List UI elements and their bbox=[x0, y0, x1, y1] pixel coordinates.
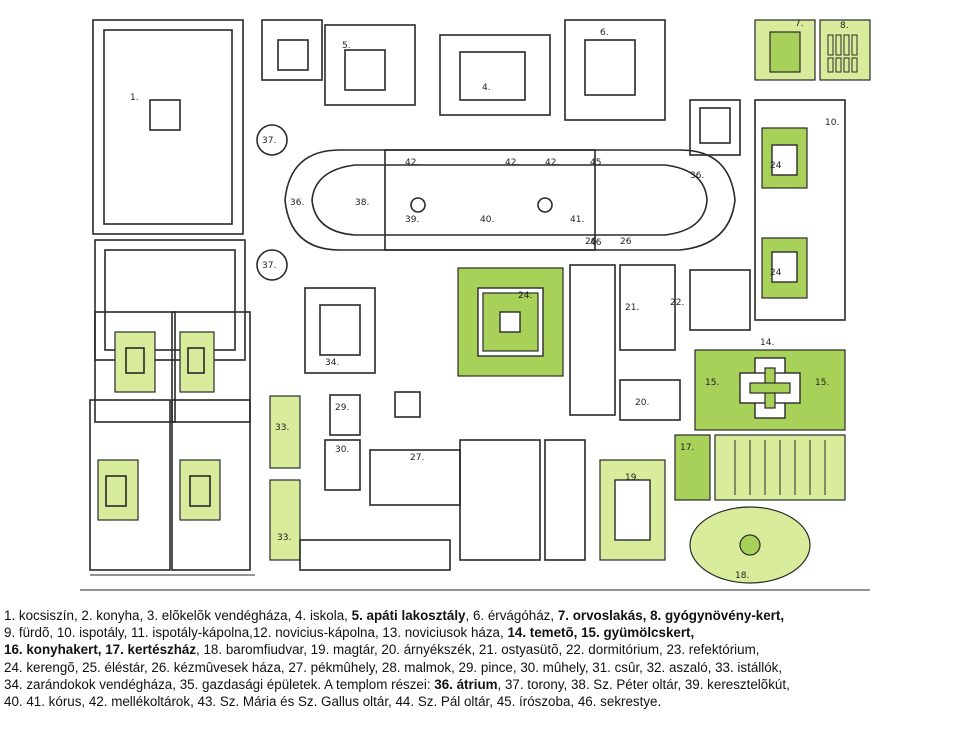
label-26b: 26 bbox=[620, 237, 632, 247]
building-1-carriage-house: 1. bbox=[92, 19, 244, 235]
label-6: 6. bbox=[600, 28, 609, 38]
label-37b: 37. bbox=[262, 261, 276, 271]
label-27: 27. bbox=[410, 453, 424, 463]
building-left-row4 bbox=[89, 399, 255, 576]
label-15a: 15. bbox=[705, 378, 719, 388]
label-20: 20. bbox=[635, 398, 649, 408]
label-17: 17. bbox=[680, 443, 694, 453]
label-24b: 24 bbox=[770, 161, 782, 171]
caption-line-3: 16. konyhakert, 17. kertészház, 18. baro… bbox=[4, 642, 760, 658]
label-24a: 24. bbox=[518, 291, 532, 301]
label-36a: 36. bbox=[290, 198, 304, 208]
label-37a: 37. bbox=[262, 136, 276, 146]
label-29: 29. bbox=[335, 403, 349, 413]
cloister-24: 24. bbox=[457, 267, 564, 377]
label-15b: 15. bbox=[815, 378, 829, 388]
label-46: 46 bbox=[590, 238, 602, 248]
label-38: 38. bbox=[355, 198, 369, 208]
building-7-physician: 7. bbox=[754, 19, 816, 81]
label-21: 21. bbox=[625, 303, 639, 313]
label-36b: 36. bbox=[690, 171, 704, 181]
label-39: 39. bbox=[405, 215, 419, 225]
caption-line-2: 9. fürdõ, 10. ispotály, 11. ispotály-káp… bbox=[4, 625, 695, 641]
garden-16-kitchen: 17. bbox=[674, 434, 846, 501]
building-middle-lower bbox=[299, 391, 586, 571]
label-30: 30. bbox=[335, 445, 349, 455]
monastery-plan: 1. 33. 33. 5. 4. 6. bbox=[80, 19, 871, 591]
building-27-bakery: 27. bbox=[369, 449, 461, 506]
label-10: 10. bbox=[825, 118, 839, 128]
cemetery-orchard-14-15: 15. 15. 14. bbox=[694, 338, 846, 431]
label-41: 41. bbox=[570, 215, 584, 225]
label-42a: 42. bbox=[405, 158, 419, 168]
legend-caption: 1. kocsiszín, 2. konyha, 3. elõkelõk ven… bbox=[4, 607, 956, 710]
label-42c: 42. bbox=[545, 158, 559, 168]
poultry-yard-18: 18. bbox=[689, 506, 811, 584]
building-20-latrine: 20. bbox=[619, 379, 681, 421]
church: 38. 39. 40. 41. 42. 42. 42. 45 46 36. 36… bbox=[284, 149, 736, 251]
building-right-small bbox=[689, 99, 751, 331]
label-33a: 33. bbox=[275, 423, 289, 433]
label-33b: 33. bbox=[277, 533, 291, 543]
label-26a: 26 bbox=[585, 237, 597, 247]
building-33-stables: 33. 33. bbox=[269, 395, 301, 561]
caption-line-1: 1. kocsiszín, 2. konyha, 3. elõkelõk ven… bbox=[4, 608, 785, 623]
label-4: 4. bbox=[482, 83, 491, 93]
building-21-22: 21. 22. bbox=[619, 264, 684, 351]
label-1: 1. bbox=[130, 93, 139, 103]
tower-37-north: 37. bbox=[256, 124, 288, 156]
label-8: 8. bbox=[840, 21, 849, 31]
tower-37-south: 37. bbox=[256, 249, 288, 281]
building-left-row3 bbox=[94, 311, 251, 423]
building-19-granary: 19. bbox=[599, 459, 666, 561]
building-29-30: 29. 30. bbox=[324, 394, 361, 491]
building-26-crafts: 26 26 bbox=[569, 237, 632, 416]
label-22: 22. bbox=[670, 298, 684, 308]
building-left-2 bbox=[94, 239, 246, 361]
label-45: 45 bbox=[590, 158, 601, 168]
label-40: 40. bbox=[480, 215, 494, 225]
caption-line-6: 40. 41. kórus, 42. mellékoltárok, 43. Sz… bbox=[4, 694, 662, 710]
caption-line-5: 34. zarándokok vendégháza, 35. gazdasági… bbox=[4, 676, 790, 692]
garden-8-herb: 8. bbox=[819, 19, 871, 81]
label-18: 18. bbox=[735, 571, 749, 581]
label-5: 5. bbox=[342, 41, 351, 51]
building-10-hospital: 10. 24 24 bbox=[754, 99, 846, 321]
label-7: 7. bbox=[795, 19, 804, 29]
caption-line-4: 24. kerengõ, 25. éléstár, 26. kézmûvesek… bbox=[4, 659, 783, 675]
label-19: 19. bbox=[625, 473, 639, 483]
label-34: 34. bbox=[325, 358, 339, 368]
label-24c: 24 bbox=[770, 268, 782, 278]
building-34-pilgrims: 34. bbox=[304, 287, 376, 374]
label-14: 14. bbox=[760, 338, 774, 348]
label-42b: 42. bbox=[505, 158, 519, 168]
building-top-row: 5. 4. 6. bbox=[261, 19, 666, 121]
